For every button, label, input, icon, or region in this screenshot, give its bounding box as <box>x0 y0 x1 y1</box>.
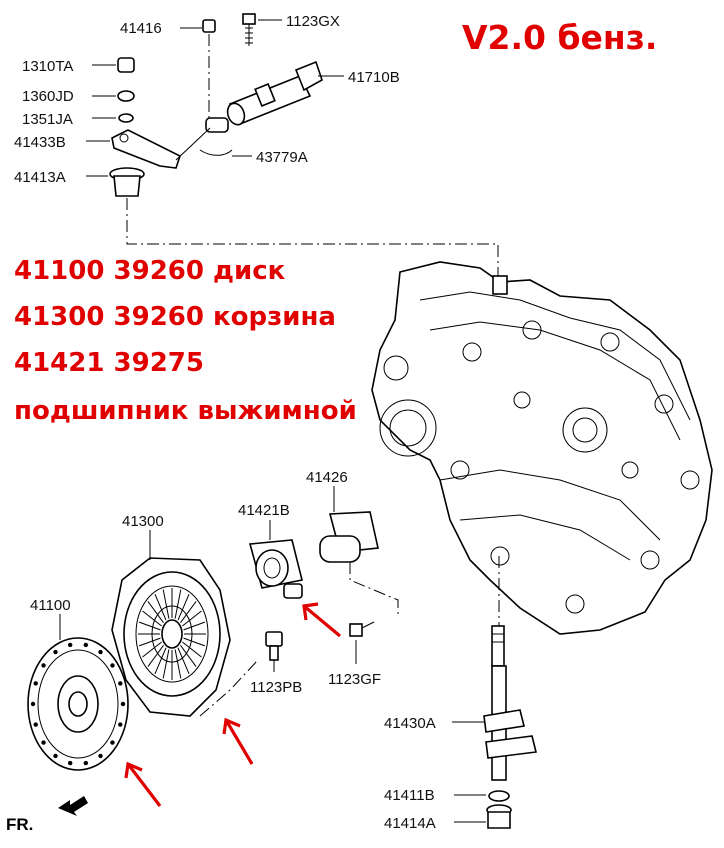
callout-1123pb: 1123PB <box>250 679 302 696</box>
disc-rivet <box>53 753 58 759</box>
release-fork-shaft-41430a <box>452 556 537 781</box>
disc-rivet <box>98 649 103 655</box>
disc-rivet <box>120 701 126 707</box>
disc-rivet <box>41 663 46 668</box>
cover-spoke <box>162 649 170 679</box>
disc-rivet <box>110 663 115 668</box>
red-arrow-icon <box>302 602 342 638</box>
clip-43779a <box>199 149 252 157</box>
disc-rivet <box>33 681 38 686</box>
red-arrow-icon <box>124 761 162 807</box>
cover-spoke <box>154 647 167 675</box>
clutch-cover-41300 <box>111 530 259 717</box>
callout-41421b: 41421B <box>238 502 290 519</box>
callout-1360jd: 1360JD <box>22 88 74 105</box>
bolt-1123pb <box>265 631 283 672</box>
red-arrow-icon <box>222 717 254 765</box>
callout-41433b: 41433B <box>14 134 66 151</box>
disc-rivet <box>41 740 46 745</box>
cover-spoke <box>138 637 161 647</box>
cover-spoke <box>183 621 206 631</box>
bolt-1123gf <box>349 621 375 664</box>
disc-rivet <box>67 760 73 766</box>
washer-1360jd <box>92 90 135 102</box>
cover-spoke <box>180 645 197 667</box>
disc-rivet <box>98 753 103 759</box>
disc-rivet <box>118 681 123 686</box>
washer-41411b <box>454 790 510 802</box>
cover-spoke <box>182 641 202 658</box>
cover-spoke <box>162 589 170 619</box>
cover-spoke <box>183 637 206 647</box>
callout-41411b: 41411B <box>384 787 435 804</box>
callout-41100: 41100 <box>30 597 71 614</box>
lever-41433b <box>86 127 211 169</box>
nut-1310ta <box>92 57 135 73</box>
cover-spoke <box>177 593 190 621</box>
callout-41414a: 41414A <box>384 815 436 832</box>
cover-spoke <box>180 601 197 623</box>
engine-title: V2.0 бенз. <box>462 18 658 57</box>
callout-41300: 41300 <box>122 513 164 530</box>
callout-41416: 41416 <box>120 20 162 37</box>
disc-rivet <box>33 722 38 727</box>
callout-41426: 41426 <box>306 469 348 486</box>
callout-43779a: 43779A <box>256 149 308 166</box>
callout-41710b: 41710B <box>348 69 400 86</box>
clutch-disc-41100 <box>27 614 129 771</box>
callout-1310ta: 1310TA <box>22 58 73 75</box>
note-disc: 41100 39260 диск <box>14 256 286 286</box>
callout-1123gf: 1123GF <box>328 671 381 688</box>
disc-rivet <box>53 649 58 655</box>
guide-sleeve-41426 <box>319 486 399 614</box>
cover-spoke <box>138 621 161 631</box>
bushing-41414a <box>454 804 512 829</box>
callout-1123gx: 1123GX <box>286 13 340 30</box>
release-bearing-41421b <box>248 520 303 599</box>
callout-41430a: 41430A <box>384 715 436 732</box>
transmission-housing <box>371 261 713 635</box>
disc-rivet <box>30 701 36 707</box>
disc-rivet <box>83 642 89 648</box>
note-cover: 41300 39260 корзина <box>14 302 336 332</box>
slave-cylinder-group <box>86 13 499 276</box>
bolt-1123gx <box>242 13 282 46</box>
note-bearing-name: подшипник выжимной <box>14 396 357 426</box>
cover-spoke <box>147 601 164 623</box>
cover-spoke <box>154 593 167 621</box>
cover-spoke <box>177 647 190 675</box>
cover-spoke <box>174 649 182 679</box>
slave-cylinder-41710b <box>205 60 344 133</box>
callout-41413a: 41413A <box>14 169 66 186</box>
cover-spoke <box>182 610 202 627</box>
note-bearing-number: 41421 39275 <box>14 348 204 378</box>
disc-rivet <box>83 760 89 766</box>
front-direction-label: FR. <box>6 815 33 834</box>
disc-rivet <box>118 722 123 727</box>
pin-41416 <box>180 19 216 118</box>
left-arrow-icon <box>58 796 88 816</box>
cover-spoke <box>142 610 162 627</box>
cover-spoke <box>142 641 162 658</box>
callout-1351ja: 1351JA <box>22 111 73 128</box>
disc-rivet <box>67 642 73 648</box>
cover-spoke <box>147 645 164 667</box>
bushing-41413a <box>86 167 145 197</box>
disc-rivet <box>110 740 115 745</box>
washer-1351ja <box>92 113 134 123</box>
cover-spoke <box>174 589 182 619</box>
